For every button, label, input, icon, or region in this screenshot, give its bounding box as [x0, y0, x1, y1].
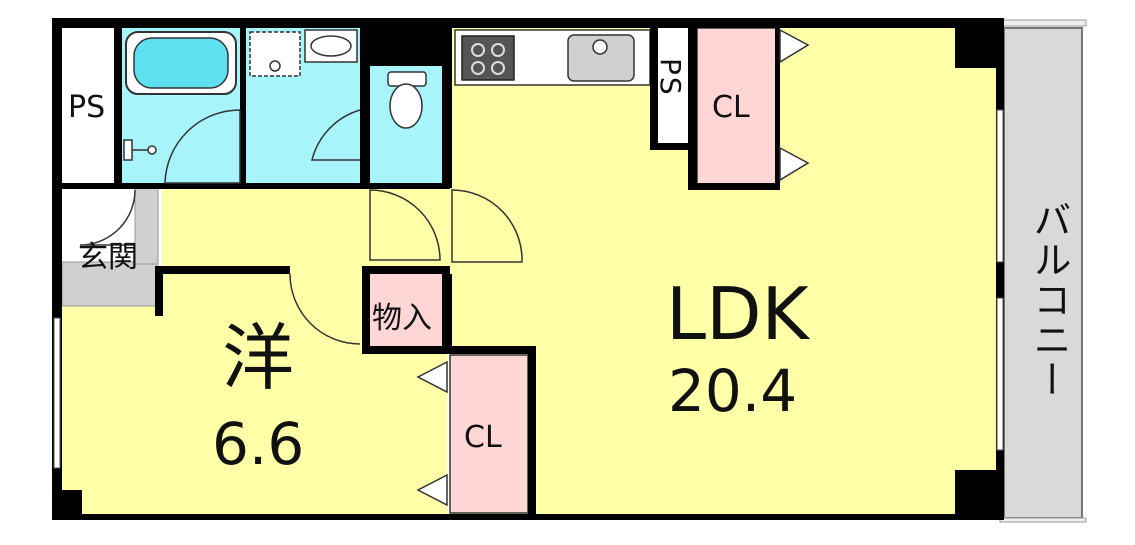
- bathtub-icon: [125, 31, 237, 95]
- entrance-tile: [61, 261, 159, 307]
- windows: [53, 109, 1004, 469]
- toilet-icon: [387, 71, 427, 129]
- ldk-room-name: LDK: [666, 272, 809, 356]
- ps-left-label: PS: [68, 90, 106, 125]
- ldk-closet-label: CL: [712, 90, 750, 125]
- storage-closet: [370, 274, 442, 348]
- walls: [52, 18, 1004, 520]
- ps-left-box: [62, 28, 118, 183]
- entrance-tile-upper: [134, 187, 159, 265]
- stove-icon: [461, 35, 515, 81]
- door-swings: [79, 109, 523, 345]
- balcony-rail: [999, 19, 1087, 27]
- ldk-room-size: 20.4: [668, 357, 798, 425]
- shower-icon: [123, 139, 157, 161]
- balcony-rail-bottom: [999, 517, 1087, 523]
- kitchen-sink-icon: [567, 34, 635, 82]
- entrance-label: 玄関: [78, 240, 138, 275]
- washing-machine-icon: [249, 31, 301, 77]
- western-closet: [449, 354, 529, 514]
- western-room-name: 洋: [222, 316, 295, 400]
- western-room-size: 6.6: [212, 410, 305, 478]
- balcony-area: [1003, 27, 1083, 519]
- balcony-label: バルコニー: [1027, 200, 1071, 400]
- ps-kitchen-label: PS: [654, 58, 687, 97]
- washbasin-icon: [304, 29, 358, 63]
- closet-door-marks: [416, 28, 810, 507]
- ps-kitchen-box: [657, 28, 689, 143]
- western-closet-label: CL: [464, 420, 502, 455]
- storage-label: 物入: [372, 301, 432, 336]
